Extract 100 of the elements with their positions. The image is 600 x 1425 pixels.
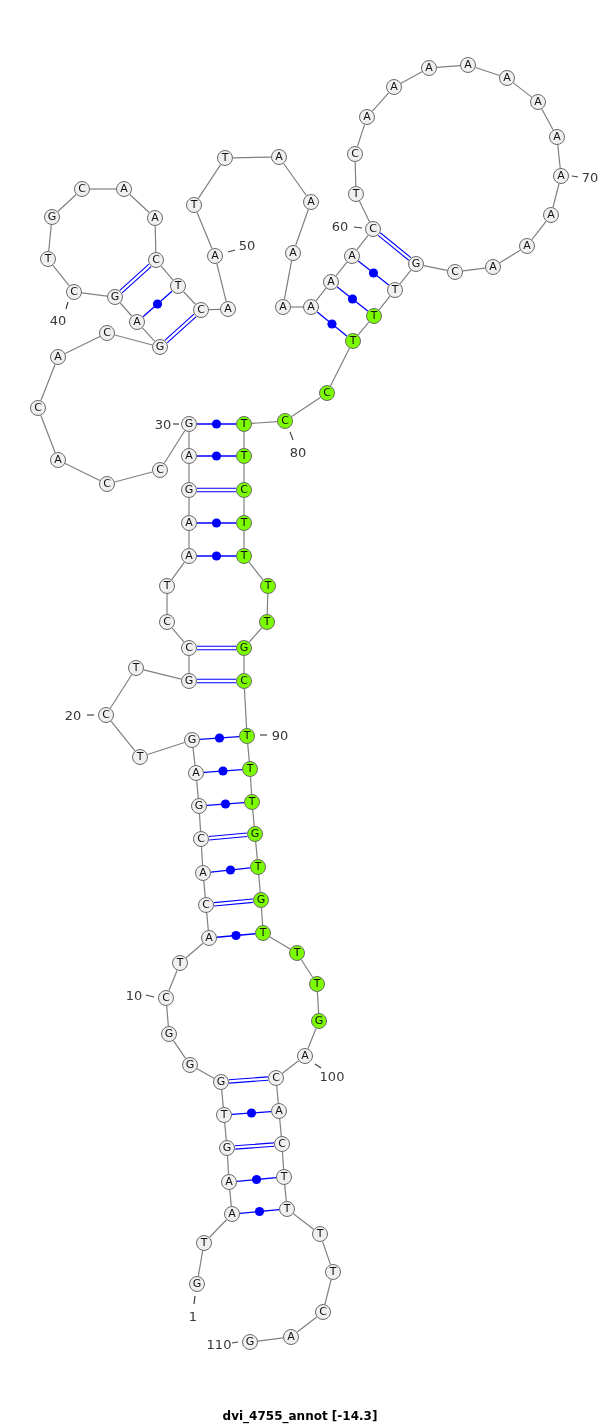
nucleotide: A: [421, 60, 437, 76]
nucleotide: C: [274, 1136, 290, 1152]
position-number: 10: [125, 987, 143, 1003]
nucleotide: G: [181, 482, 197, 498]
backbone-line: [188, 463, 190, 483]
backbone-line: [172, 1040, 187, 1059]
backbone-line: [166, 1005, 169, 1027]
backbone-line: [196, 211, 213, 250]
backbone-line: [279, 1118, 282, 1137]
backbone-line: [269, 936, 291, 950]
nucleotide: T: [279, 1201, 295, 1217]
nucleotide: C: [99, 476, 115, 492]
nucleotide: A: [201, 930, 217, 946]
nucleotide: G: [184, 732, 200, 748]
backbone-line: [475, 66, 500, 77]
backbone-line: [64, 335, 101, 355]
base-pair-line: [196, 423, 237, 425]
nucleotide: C: [152, 462, 168, 478]
backbone-line: [48, 224, 52, 252]
nucleotide: G: [152, 339, 168, 355]
backbone-line: [188, 655, 190, 674]
backbone-line: [232, 156, 272, 159]
backbone-line: [163, 430, 186, 464]
backbone-line: [229, 1189, 232, 1207]
backbone-line: [281, 1060, 300, 1074]
backbone-line: [109, 674, 133, 709]
nucleotide: A: [129, 314, 145, 330]
nucleotide: A: [460, 57, 476, 73]
backbone-line: [292, 1213, 315, 1230]
nucleotide: C: [181, 640, 197, 656]
backbone-line: [300, 959, 314, 978]
nucleotide: A: [207, 248, 223, 264]
position-number: 50: [238, 237, 256, 253]
base-pair-line: [196, 455, 237, 457]
backbone-line: [307, 1027, 317, 1050]
nucleotide: T: [312, 1226, 328, 1242]
base-pair-line: [196, 645, 237, 651]
nucleotide: C: [236, 482, 252, 498]
nucleotide: A: [519, 238, 535, 254]
nucleotide: G: [236, 640, 252, 656]
nucleotide: T: [128, 660, 144, 676]
backbone-line: [281, 1151, 285, 1170]
backbone-line: [64, 462, 101, 482]
backbone-line: [243, 431, 245, 449]
backbone-line: [255, 841, 258, 860]
position-number: 70: [581, 169, 599, 185]
backbone-line: [322, 1240, 331, 1266]
nucleotide: G: [311, 1013, 327, 1029]
nucleotide: G: [161, 1026, 177, 1042]
backbone-line: [358, 200, 371, 223]
nucleotide: A: [181, 448, 197, 464]
backbone-line: [188, 530, 190, 549]
nucleotide: T: [325, 1264, 341, 1280]
backbone-line: [160, 265, 174, 281]
backbone-line: [541, 108, 554, 131]
base-pair-line: [231, 1110, 272, 1116]
nucleotide: T: [345, 333, 361, 349]
backbone-line: [166, 593, 168, 615]
position-number: 90: [271, 727, 289, 743]
position-number: 80: [289, 444, 307, 460]
nucleotide: T: [276, 1169, 292, 1185]
backbone-line: [436, 65, 461, 68]
position-number: 60: [331, 218, 349, 234]
backbone-line: [335, 261, 348, 277]
base-pair-line: [234, 1142, 275, 1150]
nucleotide: A: [549, 129, 565, 145]
nucleotide: C: [158, 990, 174, 1006]
backbone-line: [243, 463, 245, 483]
nucleotide: T: [236, 548, 252, 564]
backbone-line: [557, 144, 561, 169]
base-pair-line: [196, 678, 237, 684]
backbone-line: [378, 295, 391, 311]
nucleotide: A: [530, 94, 546, 110]
backbone-line: [243, 688, 248, 729]
nucleotide: G: [181, 673, 197, 689]
backbone-line: [197, 164, 222, 199]
nucleotide: A: [181, 548, 197, 564]
position-number: 110: [206, 1336, 232, 1352]
nucleotide: C: [347, 146, 363, 162]
nucleotide: T: [40, 251, 56, 267]
base-pair-line: [336, 286, 369, 312]
nucleotide: T: [255, 925, 271, 941]
base-pair-line: [213, 898, 254, 907]
nucleotide: A: [553, 168, 569, 184]
nucleotide: T: [216, 1107, 232, 1123]
nucleotide: T: [387, 282, 403, 298]
nucleotide: A: [485, 259, 501, 275]
nucleotide: G: [408, 256, 424, 272]
backbone-line: [400, 71, 423, 84]
base-pair-line: [199, 735, 240, 741]
nucleotide: A: [283, 1329, 299, 1345]
nucleotide: G: [247, 826, 263, 842]
backbone-line: [247, 743, 250, 762]
nucleotide: A: [50, 452, 66, 468]
backbone-line: [290, 306, 304, 308]
nucleotide: C: [30, 400, 46, 416]
backbone-line: [462, 267, 486, 272]
nucleotide: C: [98, 707, 114, 723]
backbone-line: [129, 193, 150, 214]
backbone-line: [143, 669, 182, 680]
